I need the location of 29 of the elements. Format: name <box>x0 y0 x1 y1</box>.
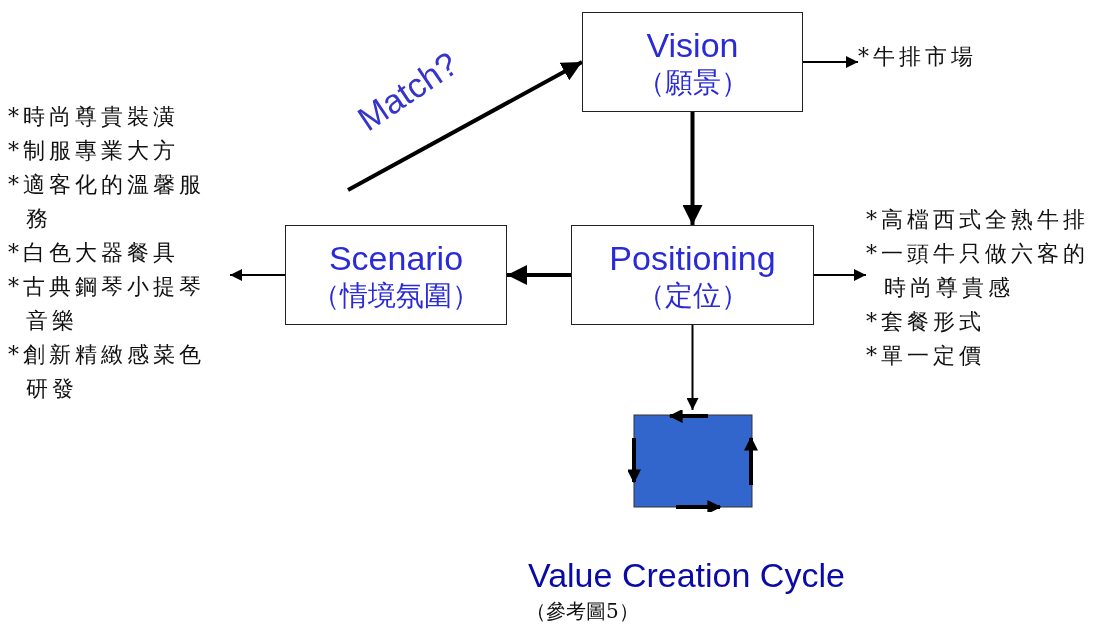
bullet-item: *適客化的溫馨服務 <box>8 171 206 233</box>
arrow <box>802 56 859 68</box>
box-subtitle: （情境氛圍） <box>312 278 480 313</box>
arrow <box>813 269 867 281</box>
process-box <box>582 12 803 112</box>
bullet-item: *古典鋼琴小提琴音樂 <box>8 273 206 335</box>
box-title: Vision <box>646 24 739 66</box>
box-title: Scenario <box>328 237 464 279</box>
bullet-item: *牛排市場 <box>858 43 978 71</box>
process-box <box>571 225 814 325</box>
process-box <box>285 225 507 325</box>
bullet-item: *一頭牛只做六客的時尚尊貴感 <box>866 240 1090 302</box>
box-subtitle: （定位） <box>636 278 749 313</box>
bullet-item: *創新精緻感菜色研發 <box>8 341 206 403</box>
arrow <box>229 269 286 281</box>
arrow <box>682 112 703 225</box>
caption-note: （參考圖5） <box>526 598 639 625</box>
bullet-item: *制服專業大方 <box>8 137 180 165</box>
bullet-item: *白色大器餐具 <box>8 239 180 267</box>
bullet-item: *高檔西式全熟牛排 <box>866 206 1090 234</box>
arrow <box>347 60 583 192</box>
bullet-item: *套餐形式 <box>866 308 986 336</box>
bullet-item: *時尚尊貴裝潢 <box>8 103 180 131</box>
arrow <box>507 265 571 285</box>
arrow <box>686 324 699 411</box>
bullet-item: *單一定價 <box>866 342 986 370</box>
box-subtitle: （願景） <box>636 65 749 100</box>
box-title: Positioning <box>609 237 776 279</box>
caption-title: Value Creation Cycle <box>528 556 845 595</box>
